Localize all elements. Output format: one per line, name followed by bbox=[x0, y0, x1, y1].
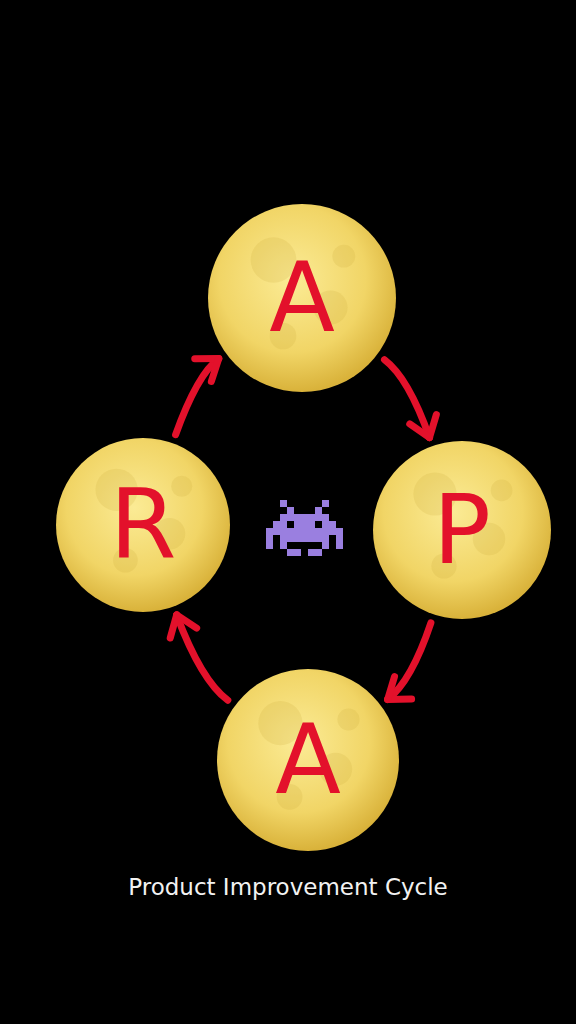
invader-pixel bbox=[280, 542, 287, 549]
moon-disc bbox=[373, 441, 551, 619]
invader-pixel bbox=[294, 535, 301, 542]
invader-pixel bbox=[266, 542, 273, 549]
invader-pixel bbox=[322, 521, 329, 528]
arrow-line bbox=[384, 360, 429, 438]
invader-pixel bbox=[322, 500, 329, 507]
invader-pixel bbox=[287, 535, 294, 542]
invader-pixel bbox=[273, 528, 280, 535]
invader-pixel bbox=[301, 535, 308, 542]
moon-node: P bbox=[372, 440, 552, 620]
invader-pixel bbox=[280, 528, 287, 535]
invader-pixel bbox=[308, 535, 315, 542]
invader-pixel bbox=[301, 521, 308, 528]
node-letter: R bbox=[110, 477, 177, 573]
invader-pixel bbox=[294, 521, 301, 528]
invader-pixel bbox=[315, 528, 322, 535]
invader-pixel bbox=[308, 528, 315, 535]
moon-crater bbox=[491, 480, 513, 502]
arrow-line bbox=[388, 623, 431, 700]
arrow-head bbox=[388, 677, 395, 700]
invader-pixel bbox=[308, 521, 315, 528]
moon-crater bbox=[332, 245, 355, 268]
moon-node: A bbox=[216, 668, 400, 852]
moon-node: A bbox=[207, 203, 397, 393]
invader-pixel bbox=[315, 507, 322, 514]
invader-pixel bbox=[280, 514, 287, 521]
cycle-arrow bbox=[384, 360, 436, 438]
invader-pixel bbox=[308, 549, 315, 556]
arrow-line bbox=[176, 359, 219, 435]
invader-pixel bbox=[308, 514, 315, 521]
invader-pixel bbox=[315, 549, 322, 556]
cycle-arrow bbox=[176, 359, 219, 435]
arrow-line bbox=[177, 615, 228, 700]
invader-pixel bbox=[287, 549, 294, 556]
invader-pixel bbox=[266, 535, 273, 542]
invader-pixel bbox=[336, 528, 343, 535]
moon-disc bbox=[217, 669, 399, 851]
invader-pixel bbox=[294, 514, 301, 521]
invader-pixel bbox=[280, 500, 287, 507]
invader-pixel bbox=[294, 528, 301, 535]
moon-disc bbox=[208, 204, 396, 392]
invader-pixel bbox=[329, 521, 336, 528]
invader-pixel bbox=[301, 528, 308, 535]
node-letter: A bbox=[275, 712, 341, 808]
invader-pixel bbox=[322, 528, 329, 535]
invader-pixel bbox=[336, 535, 343, 542]
invader-pixel bbox=[329, 528, 336, 535]
invader-pixel bbox=[287, 507, 294, 514]
moon-node: R bbox=[55, 437, 231, 613]
node-letter: P bbox=[433, 482, 491, 578]
cycle-arrow bbox=[170, 615, 228, 700]
invader-pixel bbox=[294, 549, 301, 556]
invader-pixel bbox=[301, 514, 308, 521]
node-letter: A bbox=[269, 250, 335, 346]
arrow-head bbox=[211, 359, 218, 382]
moon-disc bbox=[56, 438, 230, 612]
invader-pixel bbox=[336, 542, 343, 549]
arrow-head bbox=[177, 615, 197, 628]
invader-pixel bbox=[287, 528, 294, 535]
invader-pixel bbox=[315, 514, 322, 521]
cycle-arrow bbox=[388, 623, 431, 700]
invader-pixel bbox=[280, 535, 287, 542]
invader-pixel bbox=[315, 535, 322, 542]
invader-pixel bbox=[287, 514, 294, 521]
invader-pixel bbox=[266, 528, 273, 535]
invader-pixel bbox=[322, 514, 329, 521]
arrow-head bbox=[410, 424, 430, 438]
caption: Product Improvement Cycle bbox=[0, 874, 576, 900]
invader-pixel bbox=[273, 521, 280, 528]
invader-pixel bbox=[322, 542, 329, 549]
invader-pixel bbox=[322, 535, 329, 542]
space-invader-icon bbox=[266, 500, 343, 556]
invader-pixel bbox=[280, 521, 287, 528]
